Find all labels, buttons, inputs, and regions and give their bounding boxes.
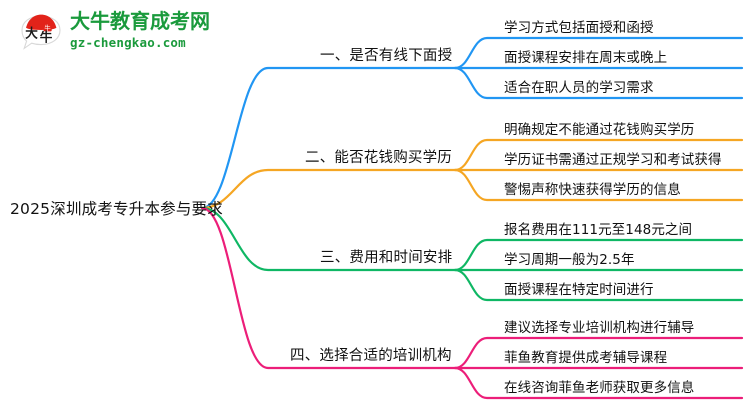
leaf-node[interactable]: 面授课程安排在周末或晚上: [504, 50, 668, 66]
branch-label-2[interactable]: 二、能否花钱购买学历: [305, 150, 452, 166]
branch-label-3[interactable]: 三、费用和时间安排: [320, 250, 453, 266]
leaf-node[interactable]: 学习周期一般为2.5年: [504, 252, 635, 268]
leaf-node[interactable]: 建议选择专业培训机构进行辅导: [504, 320, 695, 336]
svg-text:牛: 牛: [44, 23, 51, 32]
leaf-node[interactable]: 适合在职人员的学习需求: [504, 80, 654, 96]
logo-url: gz-chengkao.com: [70, 35, 186, 50]
branch-3-wires: [200, 206, 744, 302]
branch-1-wires: [200, 36, 744, 210]
logo-title-cn: 大牛教育成考网: [70, 9, 210, 33]
leaf-node[interactable]: 在线咨询菲鱼老师获取更多信息: [504, 380, 695, 396]
svg-text:牛: 牛: [40, 30, 53, 45]
logo-text: 大牛教育成考网 gz-chengkao.com: [70, 9, 235, 55]
leaf-node[interactable]: 明确规定不能通过花钱购买学历: [504, 122, 695, 138]
branch-4-wires: [200, 206, 744, 400]
branch-2-wires: [200, 138, 744, 210]
leaf-node[interactable]: 面授课程在特定时间进行: [504, 282, 654, 298]
leaf-node[interactable]: 报名费用在111元至148元之间: [504, 222, 693, 238]
root-node[interactable]: 2025深圳成考专升本参与要求: [10, 200, 223, 218]
leaf-node[interactable]: 警惕声称快速获得学历的信息: [504, 182, 681, 198]
branch-label-4[interactable]: 四、选择合适的培训机构: [290, 348, 452, 364]
leaf-node[interactable]: 学习方式包括面授和函授: [504, 20, 654, 36]
logo-mark-icon: 牛 大 牛: [18, 10, 64, 54]
site-logo[interactable]: 牛 大 牛 大牛教育成考网 gz-chengkao.com: [18, 8, 233, 56]
leaf-node[interactable]: 菲鱼教育提供成考辅导课程: [504, 350, 668, 366]
svg-text:大: 大: [25, 25, 38, 40]
leaf-node[interactable]: 学历证书需通过正规学习和考试获得: [504, 152, 722, 168]
branch-label-1[interactable]: 一、是否有线下面授: [320, 48, 453, 64]
